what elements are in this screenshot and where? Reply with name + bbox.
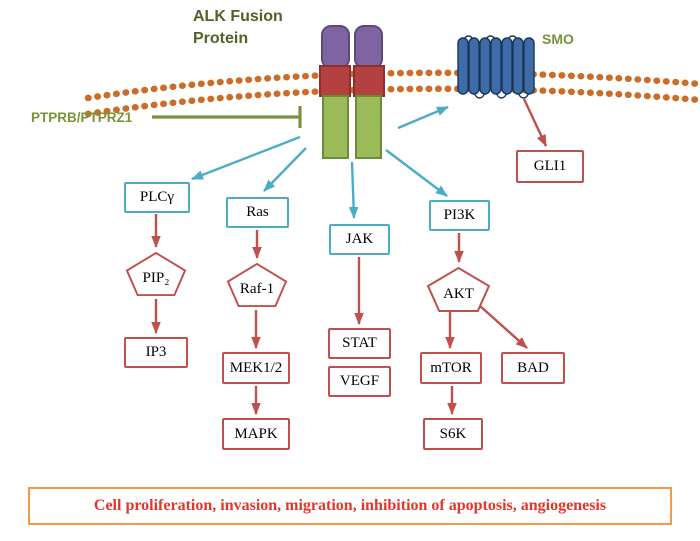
ptprb-ptprz1-label: PTPRB/PTPRZ1 xyxy=(31,110,133,125)
alk-transmembrane-right xyxy=(353,65,385,97)
node-ras-label: Ras xyxy=(246,204,269,220)
node-mek12: MEK1/2 xyxy=(222,352,290,384)
node-pi3k: PI3K xyxy=(429,200,490,231)
arrow-smo-to-gli1 xyxy=(522,98,548,147)
node-bad-label: BAD xyxy=(517,359,549,376)
node-stat: STAT xyxy=(328,328,391,359)
node-pip2: PIP₂ xyxy=(125,251,187,297)
node-mtor: mTOR xyxy=(420,352,482,384)
node-ip3-label: IP3 xyxy=(145,344,167,360)
node-akt-label: AKT xyxy=(443,285,474,302)
pentagon-shape xyxy=(125,251,187,297)
smo-label: SMO xyxy=(542,31,574,47)
arrow-alk-to-plcg xyxy=(191,135,301,181)
arrow-alk-to-jak xyxy=(348,161,359,219)
arrow-alk-to-smo xyxy=(397,105,449,130)
node-vegf-label: VEGF xyxy=(339,373,380,389)
node-akt: AKT xyxy=(426,266,491,313)
inhibition-line-ptprb xyxy=(152,106,302,128)
node-pip2-label: PIP₂ xyxy=(142,270,170,286)
node-plcg-label: PLCγ xyxy=(139,189,175,205)
pentagon-shape xyxy=(226,262,288,308)
arrow-alk-to-ras xyxy=(263,147,307,192)
alk-fusion-protein-label: ALK Fusion Protein xyxy=(193,8,283,47)
node-jak: JAK xyxy=(329,224,390,255)
node-ras: Ras xyxy=(226,197,289,228)
node-mtor-label: mTOR xyxy=(430,359,472,376)
summary-banner: Cell proliferation, invasion, migration,… xyxy=(28,487,672,525)
alk-receptor xyxy=(319,25,385,159)
node-jak-label: JAK xyxy=(345,231,374,247)
red-arrows xyxy=(151,98,548,415)
arrow-akt-to-bad xyxy=(479,305,528,349)
node-pi3k-label: PI3K xyxy=(443,207,476,223)
node-mapk-label: MAPK xyxy=(234,425,278,442)
blue-arrows xyxy=(191,105,449,219)
node-bad: BAD xyxy=(501,352,565,384)
node-stat-label: STAT xyxy=(342,335,377,351)
alk-kinase-left xyxy=(322,95,349,159)
node-mek12-label: MEK1/2 xyxy=(229,359,283,376)
node-mapk: MAPK xyxy=(222,418,290,450)
node-plcg: PLCγ xyxy=(124,182,190,213)
smo-receptor xyxy=(457,35,535,99)
node-gli1: GLI1 xyxy=(516,150,584,183)
node-gli1-label: GLI1 xyxy=(533,158,567,174)
node-s6k-label: S6K xyxy=(439,425,467,442)
arrow-alk-to-pi3k xyxy=(385,149,448,197)
node-vegf: VEGF xyxy=(328,366,391,397)
node-raf1-label: Raf-1 xyxy=(239,281,275,297)
node-ip3: IP3 xyxy=(124,337,188,368)
alk-kinase-right xyxy=(355,95,382,159)
pentagon-shape xyxy=(426,266,491,312)
alk-extracellular-right xyxy=(354,25,383,69)
node-s6k: S6K xyxy=(423,418,483,450)
alk-transmembrane-left xyxy=(319,65,351,97)
node-raf1: Raf-1 xyxy=(226,262,288,308)
cell-membrane xyxy=(84,69,700,118)
